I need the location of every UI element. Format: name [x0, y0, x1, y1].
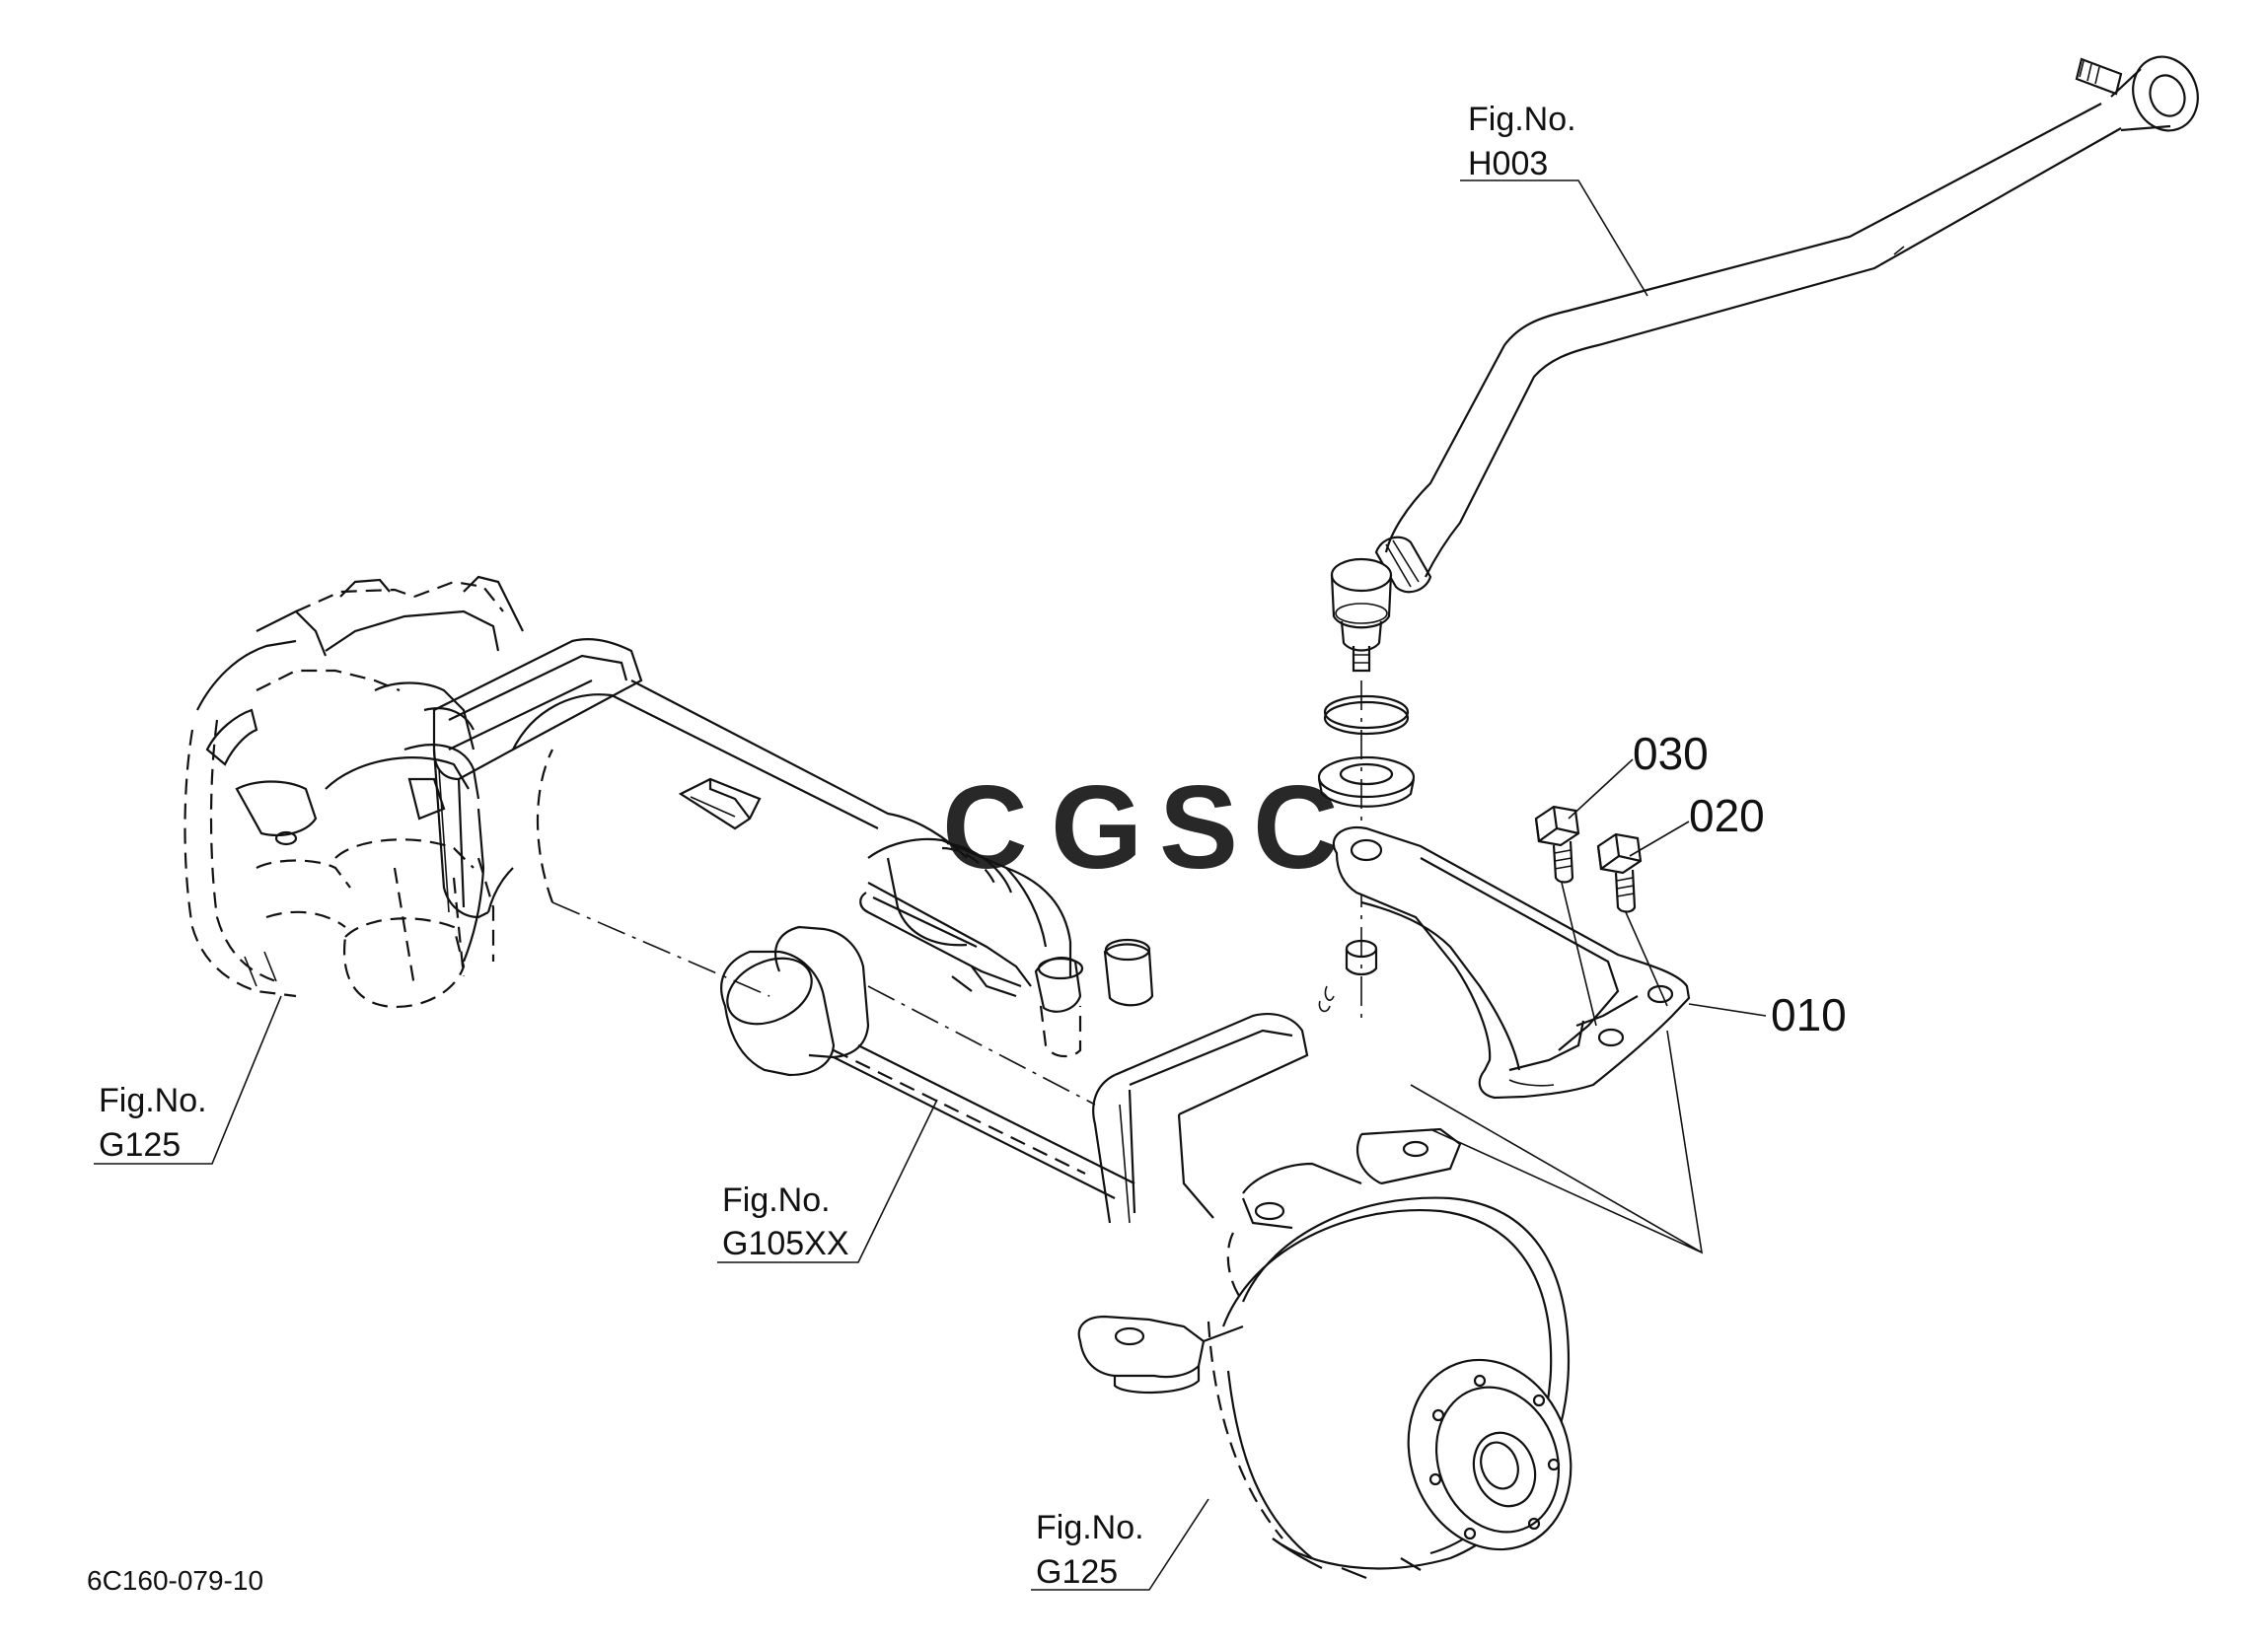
callout-h003-line2: H003 — [1468, 145, 1548, 182]
part-number-010: 010 — [1771, 989, 1847, 1040]
callout-g125-bottom: Fig.No. G125 — [1031, 1498, 1209, 1591]
watermark-letter-c1: C — [942, 761, 1028, 894]
callout-g125-bottom-line2: G125 — [1036, 1553, 1118, 1591]
part-label-020: 020 — [1629, 790, 1765, 857]
watermark-letter-g: G — [1051, 761, 1142, 894]
part-label-010: 010 — [1688, 989, 1847, 1040]
callout-g125-bottom-line1: Fig.No. — [1036, 1509, 1144, 1546]
callout-g105xx: Fig.No. G105XX — [717, 1099, 938, 1263]
callout-g125-left: Fig.No. G125 — [94, 995, 282, 1165]
bolt-030 — [1534, 805, 1580, 884]
callout-g125-left-line2: G125 — [99, 1126, 181, 1164]
seal-rings — [1317, 694, 1416, 808]
callout-h003-line1: Fig.No. — [1468, 101, 1576, 138]
part-number-020: 020 — [1689, 790, 1765, 841]
watermark-letter-s: S — [1159, 761, 1238, 894]
callout-h003: Fig.No. H003 — [1460, 101, 1648, 297]
drawing-code: 6C160-079-10 — [87, 1565, 263, 1596]
callout-g125-left-line1: Fig.No. — [99, 1082, 207, 1119]
callout-g105xx-line1: Fig.No. — [722, 1181, 831, 1219]
left-final-drive-case — [183, 575, 524, 1008]
right-final-drive-hub — [1077, 1013, 1573, 1580]
bracket-010 — [1332, 825, 1691, 1100]
assembly-pointer-lines — [1410, 1030, 1704, 1254]
bolt-020 — [1596, 832, 1643, 913]
castle-nut — [1318, 939, 1378, 1013]
callout-g105xx-line2: G105XX — [722, 1225, 849, 1262]
axle-housing — [432, 637, 1154, 1199]
tie-rod-assembly — [1330, 55, 2199, 673]
part-number-030: 030 — [1633, 728, 1709, 779]
part-label-030: 030 — [1568, 728, 1709, 820]
watermark-letter-c2: C — [1253, 761, 1339, 894]
watermark-logo: C G S C — [942, 761, 1339, 894]
bolt-axis-lines — [1561, 882, 1668, 1027]
